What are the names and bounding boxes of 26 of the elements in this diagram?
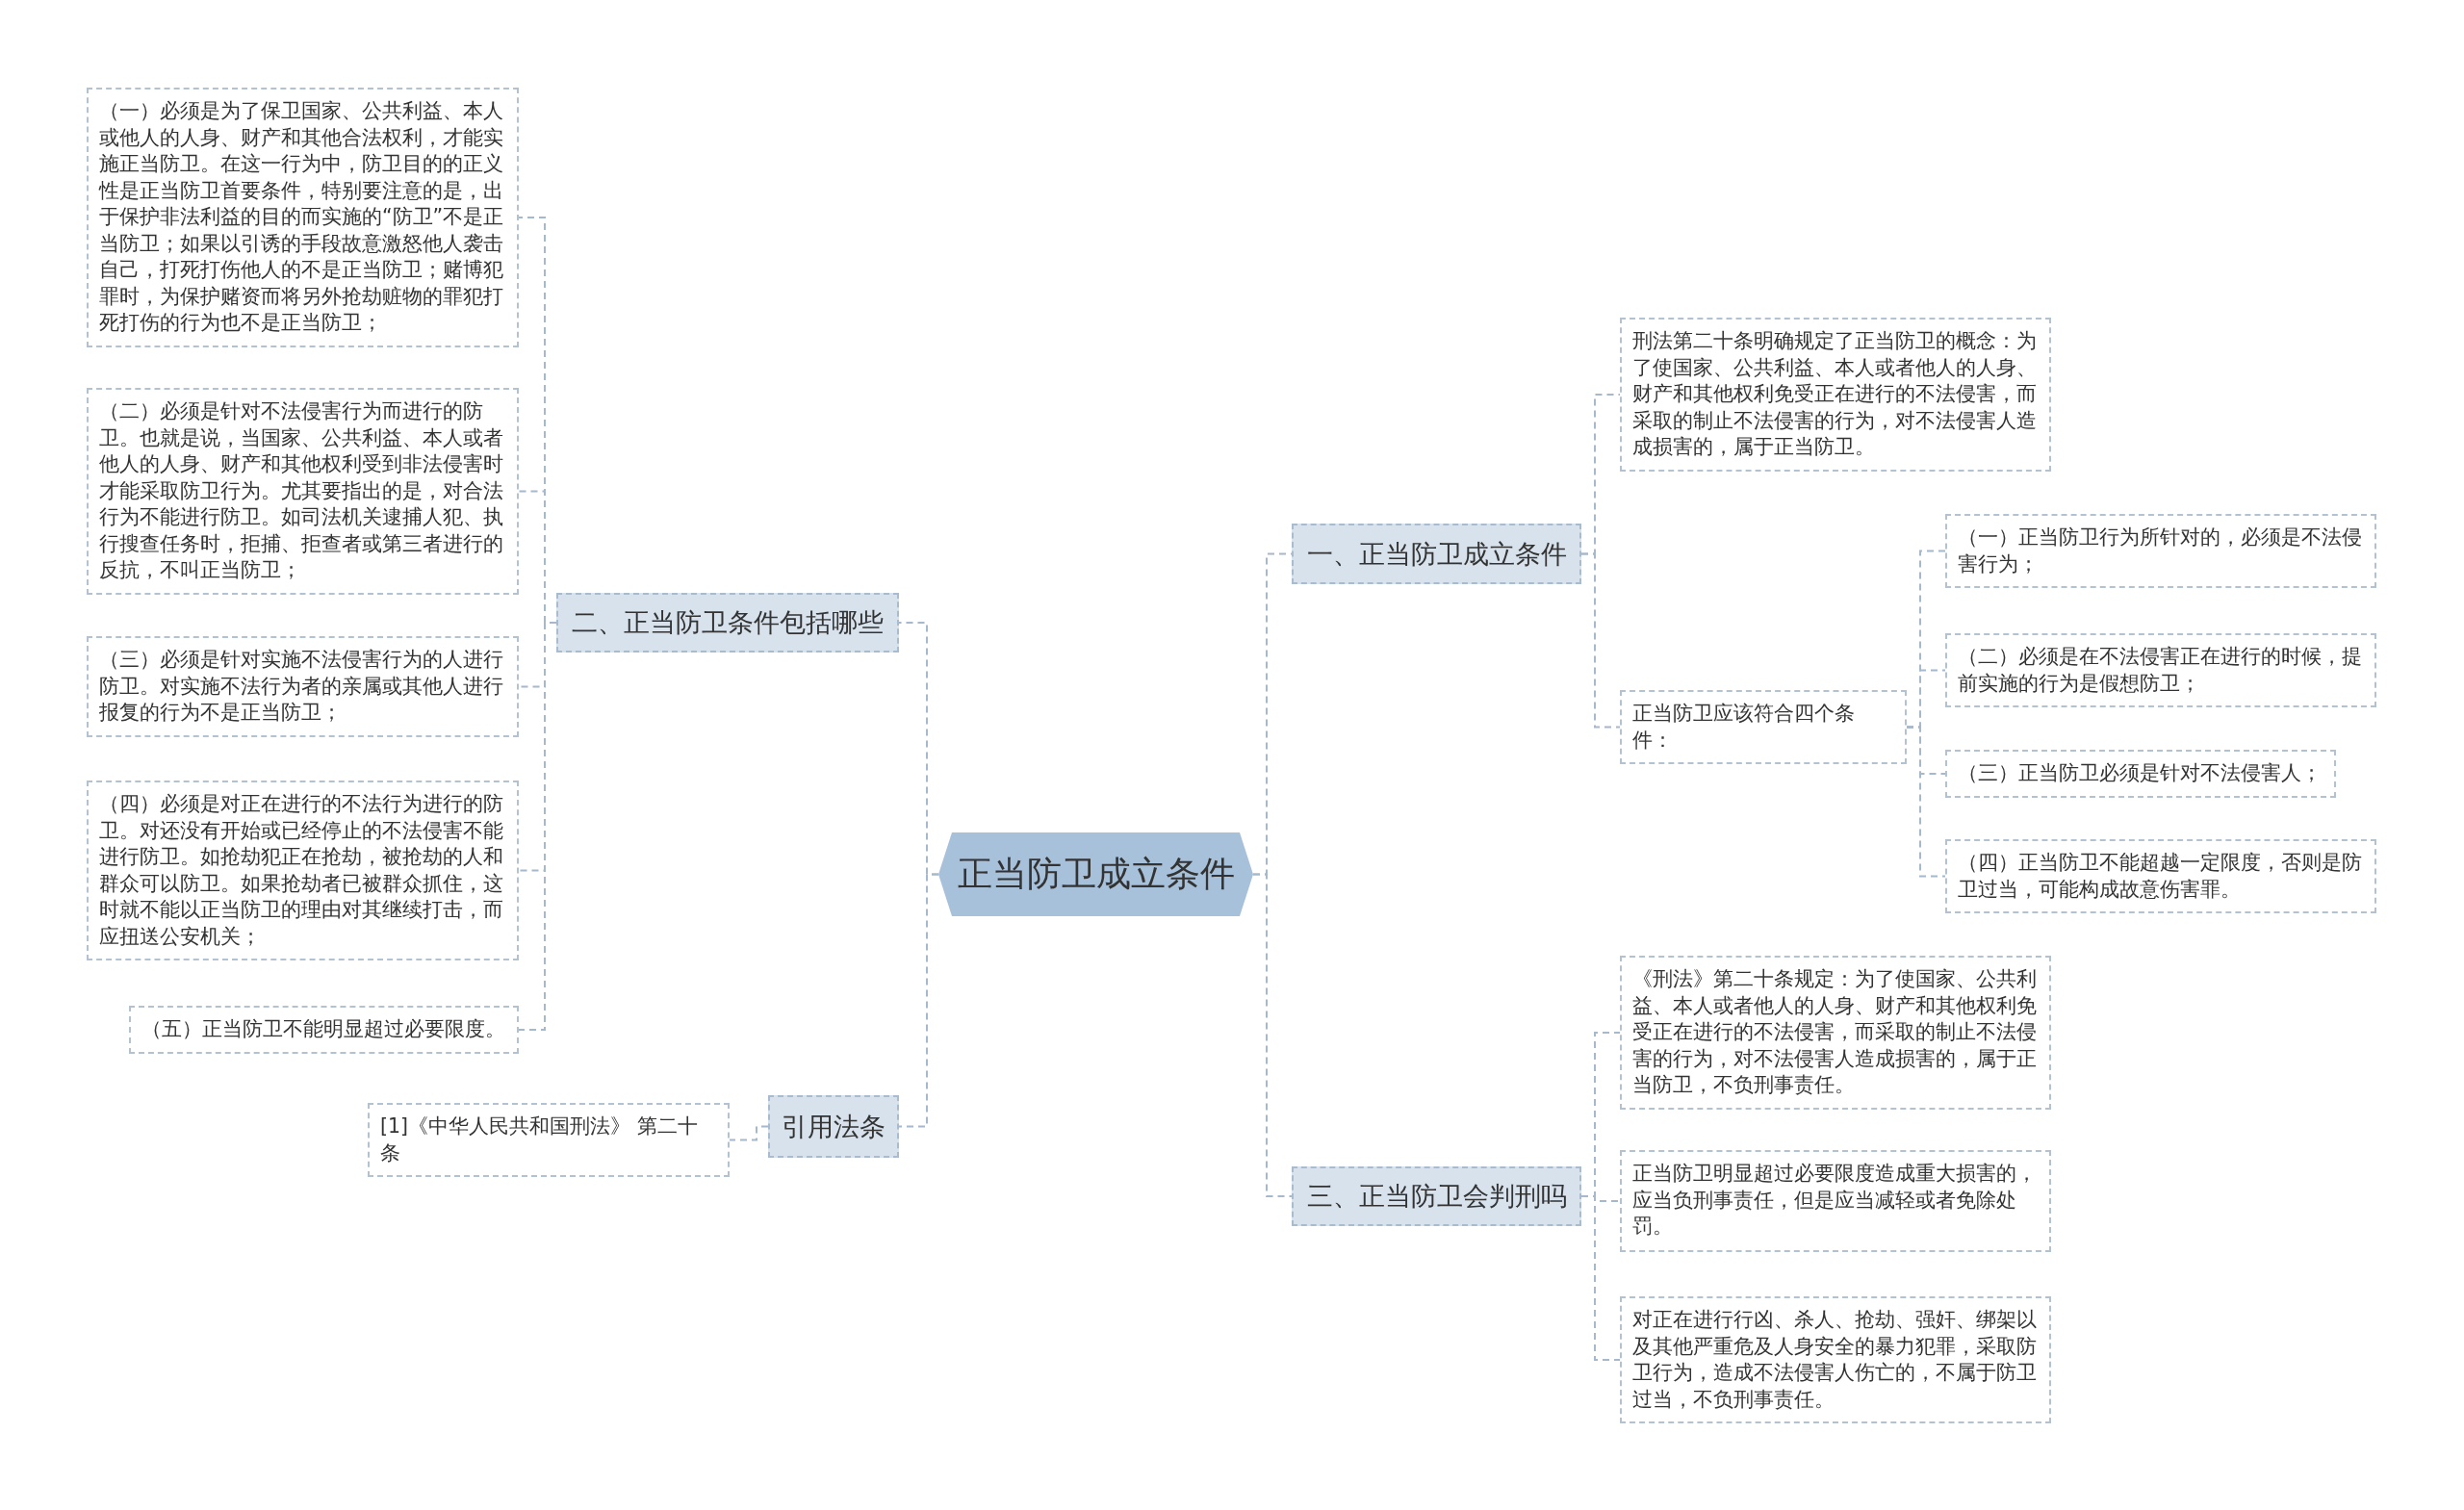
note-box: （三）正当防卫必须是针对不法侵害人； bbox=[1945, 750, 2336, 798]
connector bbox=[1580, 1195, 1621, 1361]
note-box: （四）正当防卫不能超越一定限度，否则是防卫过当，可能构成故意伤害罪。 bbox=[1945, 839, 2376, 913]
note-box: （五）正当防卫不能明显超过必要限度。 bbox=[129, 1006, 519, 1054]
note-box: （三）必须是针对实施不法侵害行为的人进行防卫。对实施不法行为者的亲属或其他人进行报复的行为不是正当防卫； bbox=[87, 636, 519, 737]
connector bbox=[729, 1125, 769, 1141]
connector bbox=[1252, 873, 1293, 1197]
topic-box: 一、正当防卫成立条件 bbox=[1292, 524, 1581, 584]
note-box: （一）正当防卫行为所针对的，必须是不法侵害行为； bbox=[1945, 514, 2376, 588]
note-box: 《刑法》第二十条规定：为了使国家、公共利益、本人或者他人的人身、财产和其他权利免受正在进行的不法侵害，而采取的制止不法侵害的行为，对不法侵害人造成损害的，属于正当防卫，不负刑事责任。 bbox=[1620, 956, 2051, 1110]
note-box: 正当防卫应该符合四个条件： bbox=[1620, 690, 1907, 764]
note-box: 刑法第二十条明确规定了正当防卫的概念：为了使国家、公共利益、本人或者他人的人身、财产和其他权利免受正在进行的不法侵害，而采取的制止不法侵害的行为，对不法侵害人造成损害的，属于正当防卫。 bbox=[1620, 318, 2051, 472]
topic-box: 二、正当防卫条件包括哪些 bbox=[556, 593, 899, 653]
connector bbox=[898, 873, 939, 1128]
note-box: （二）必须是在不法侵害正在进行的时候，提前实施的行为是假想防卫； bbox=[1945, 633, 2376, 707]
note-box: 正当防卫明显超过必要限度造成重大损害的，应当负刑事责任，但是应当减轻或者免除处罚。 bbox=[1620, 1150, 2051, 1252]
note-box: （一）必须是为了保卫国家、公共利益、本人或他人的人身、财产和其他合法权利，才能实施正当防卫。在这一行为中，防卫目的的正义性是正当防卫首要条件，特别要注意的是，出于保护非法利益的目的而实施的“防卫”不是正当防卫；如果以引诱的手段故意激怒他人袭击自己，打死打伤他人的不是正当防卫；赌博犯罪时，为保护赌资而将另外抢劫赃物的罪犯打死打伤的行为也不是正当防卫； bbox=[87, 88, 519, 347]
connector bbox=[1580, 552, 1621, 729]
topic-box: 三、正当防卫会判刑吗 bbox=[1292, 1166, 1581, 1226]
note-box: （二）必须是针对不法侵害行为而进行的防卫。也就是说，当国家、公共利益、本人或者他人的人身、财产和其他权利受到非法侵害时才能采取防卫行为。尤其要指出的是，对合法行为不能进行防卫。如司法机关逮捕人犯、执行搜查任务时，拒捕、拒查者或第三者进行的反抗，不叫正当防卫； bbox=[87, 388, 519, 595]
note-box: （四）必须是对正在进行的不法行为进行的防卫。对还没有开始或已经停止的不法侵害不能进行防卫。如抢劫犯正在抢劫，被抢劫的人和群众可以防卫。如果抢劫者已被群众抓住，这时就不能以正当防卫的理由对其继续打击，而应扭送公安机关； bbox=[87, 781, 519, 960]
note-box: 对正在进行行凶、杀人、抢劫、强奸、绑架以及其他严重危及人身安全的暴力犯罪，采取防卫行为，造成不法侵害人伤亡的，不属于防卫过当，不负刑事责任。 bbox=[1620, 1296, 2051, 1423]
note-box: [1]《中华人民共和国刑法》 第二十条 bbox=[368, 1103, 730, 1177]
topic-box: 引用法条 bbox=[768, 1095, 899, 1158]
central-topic: 正当防卫成立条件 bbox=[938, 832, 1253, 916]
connector bbox=[1906, 726, 1946, 878]
